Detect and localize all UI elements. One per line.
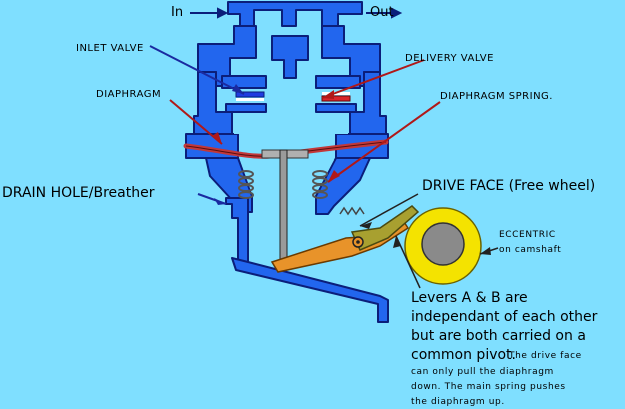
lever-b [350,205,420,251]
levers-text-line2: independant of each other [411,309,598,325]
inlet-valve [235,91,265,101]
pull-rod [279,149,288,263]
label-out: Out [370,5,394,20]
label-eccentric-sub: on camshaft [499,245,561,255]
levers-note-line4: the diaphragm up. [411,397,505,407]
diaphragm-spring-right [312,170,328,199]
levers-text-line1: Levers A & B are [411,290,528,306]
levers-note-line1: The drive face [508,351,582,361]
label-eccentric: ECCENTRIC [499,230,556,240]
label-delivery-valve: DELIVERY VALVE [405,53,494,64]
levers-text-line4: common pivot. [411,347,516,363]
lever-spring [339,206,365,216]
label-diaphragm: DIAPHRAGM [96,89,161,100]
eccentric-cam [404,207,482,285]
label-diaphragm-spring: DIAPHRAGM SPRING. [440,91,553,102]
levers-text-line3: but are both carried on a [411,328,586,344]
label-drain-hole: DRAIN HOLE/Breather [2,185,155,201]
flow-arrows [190,7,403,19]
label-inlet-valve: INLET VALVE [76,43,144,54]
arrowheads [212,84,491,255]
diaphragm-spring-left [238,170,254,199]
levers-note-line2: can only pull the diaphragm [411,367,554,377]
label-in: In [171,5,183,20]
label-drive-face: DRIVE FACE (Free wheel) [422,178,595,194]
levers-note-line3: down. The main spring pushes [411,382,566,392]
